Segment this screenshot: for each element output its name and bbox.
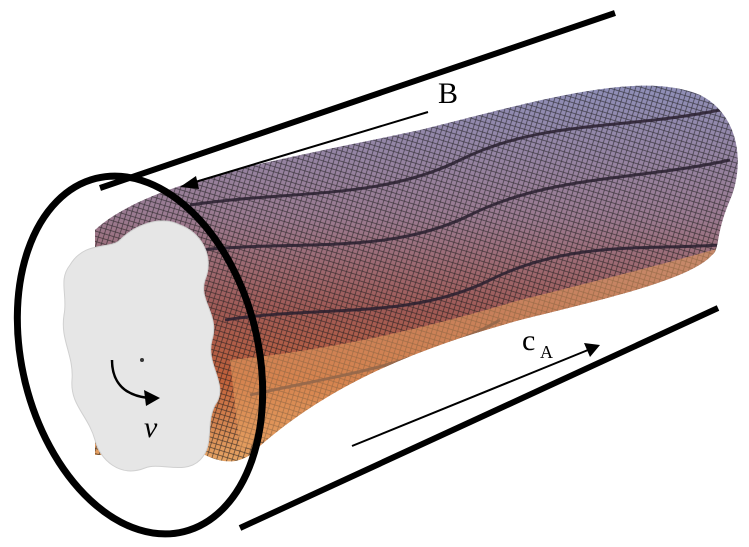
b-arrowhead (180, 176, 199, 189)
label-v: v (144, 411, 158, 444)
label-c: c (522, 324, 535, 357)
axis-dot (140, 358, 144, 362)
cross-section-disc (63, 221, 220, 471)
label-c-subscript: A (540, 342, 553, 362)
label-b: B (438, 77, 458, 110)
